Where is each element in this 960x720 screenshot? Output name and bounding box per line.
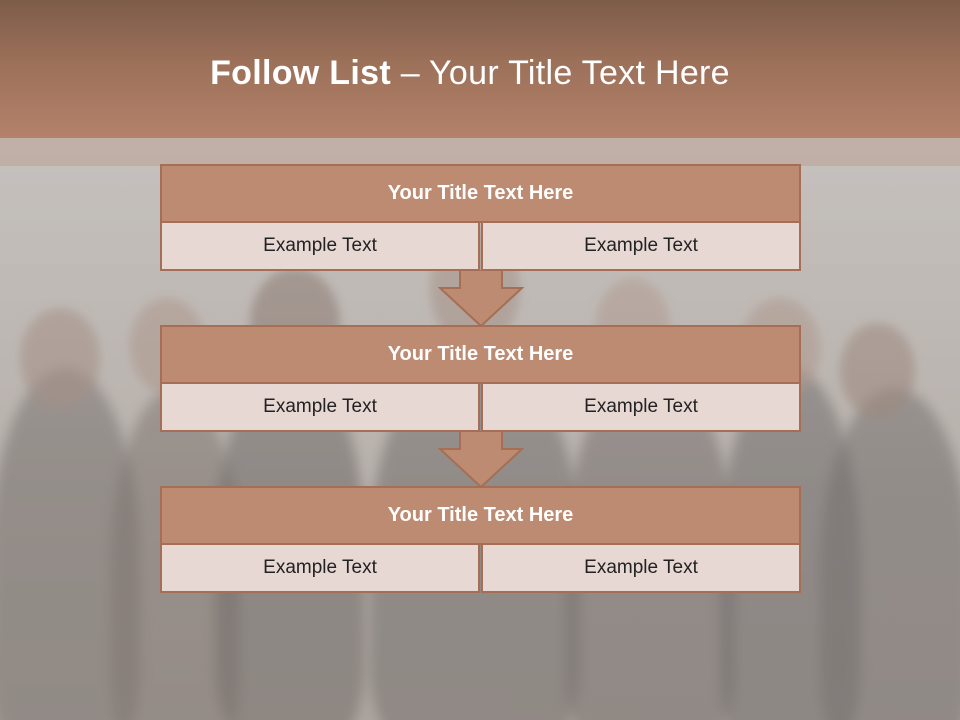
down-arrow-icon [438,431,524,489]
step-cell-right[interactable]: Example Text [481,382,801,432]
step-title[interactable]: Your Title Text Here [160,164,801,223]
header-strip [0,138,960,166]
title-rest: – Your Title Text Here [390,54,730,92]
down-arrow-icon [438,270,524,328]
step-box-2[interactable]: Your Title Text Here Example Text Exampl… [160,325,801,432]
step-cell-left[interactable]: Example Text [160,382,480,432]
step-box-3[interactable]: Your Title Text Here Example Text Exampl… [160,486,801,593]
title-bold: Follow List [210,54,391,92]
step-box-1[interactable]: Your Title Text Here Example Text Exampl… [160,164,801,271]
step-cell-right[interactable]: Example Text [481,221,801,271]
step-cell-left[interactable]: Example Text [160,543,480,593]
step-cell-right[interactable]: Example Text [481,543,801,593]
step-title[interactable]: Your Title Text Here [160,486,801,545]
header-bar [0,0,960,138]
step-cell-left[interactable]: Example Text [160,221,480,271]
step-title[interactable]: Your Title Text Here [160,325,801,384]
slide-title[interactable]: Follow List – Your Title Text Here [0,54,940,93]
